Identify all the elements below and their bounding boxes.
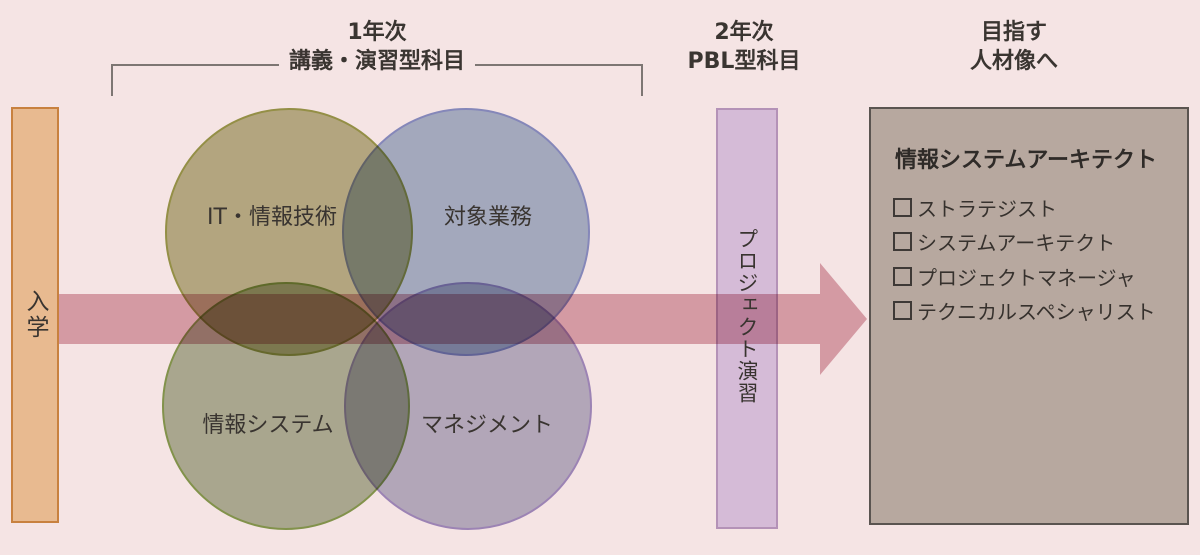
heading-year1: 1年次 講義・演習型科目 [278,18,476,76]
list-item-label: システムアーキテクト [917,231,1116,256]
list-item-label: プロジェクトマネージャ [917,265,1136,290]
circle-label-information-system: 情報システム [202,413,334,438]
list-item: システムアーキテクト [893,225,1187,260]
circle-label-target-business: 対象業務 [443,205,533,230]
checkbox-icon [893,197,912,217]
entry-bar: 入学 [11,107,59,523]
pbl-bar-label-wrap: プロジェクト演習 [732,228,762,408]
circle-label-it-skills: IT・情報技術 [207,205,337,230]
heading-goal: 目指す 人材像へ [970,18,1058,76]
checkbox-icon [893,301,912,321]
list-item: プロジェクトマネージャ [893,259,1187,294]
heading-year2-line2: PBL型科目 [687,49,801,74]
checkbox-icon [893,266,912,286]
heading-year2-line1: 2年次 [714,20,774,45]
circle-label-management: マネジメント [420,413,554,438]
entry-bar-label: 入学 [22,289,48,341]
list-item: テクニカルスペシャリスト [893,294,1187,329]
target-box-list: ストラテジスト システムアーキテクト プロジェクトマネージャ テクニカルスペシャ… [893,190,1187,328]
list-item-label: ストラテジスト [917,196,1057,221]
circle-management [344,282,592,530]
heading-year1-line2: 講義・演習型科目 [278,47,476,76]
heading-year1-line1: 1年次 [347,20,407,45]
heading-year2: 2年次 PBL型科目 [688,18,801,76]
target-box-title: 情報システムアーキテクト [895,148,1158,173]
heading-goal-line2: 人材像へ [969,49,1059,74]
list-item-label: テクニカルスペシャリスト [917,300,1156,325]
pbl-bar-label: プロジェクト演習 [735,228,759,404]
list-item: ストラテジスト [893,190,1187,225]
target-box: 情報システムアーキテクト ストラテジスト システムアーキテクト プロジェクトマネ… [869,107,1189,525]
heading-goal-line1: 目指す [980,20,1048,45]
checkbox-icon [893,232,912,252]
